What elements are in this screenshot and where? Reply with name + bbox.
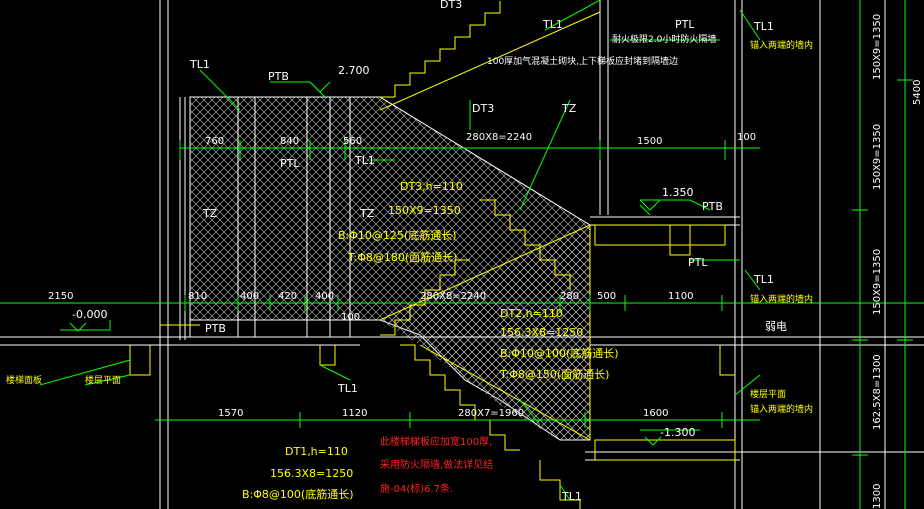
red-note-line2: 采用防火隔墙,做法详见结	[380, 458, 493, 471]
dim-280x7: 280X7=1960	[458, 408, 524, 419]
label-elev-m1300: -1.300	[660, 426, 695, 439]
hatched-lower-flight	[380, 225, 590, 440]
dim-560: 560	[343, 136, 362, 147]
axis-lines	[159, 0, 886, 509]
dim-760: 760	[205, 136, 224, 147]
dim-right-3: 150X9=1350	[872, 249, 883, 315]
dim-right-2: 150X9=1350	[872, 124, 883, 190]
spec-dt3-line1: DT3,h=110	[400, 180, 463, 193]
label-tz-center: TZ	[359, 207, 375, 220]
dim-840: 840	[280, 136, 299, 147]
dim-1500: 1500	[637, 136, 662, 147]
label-elev-1350: 1.350	[662, 186, 694, 199]
dim-810: 810	[188, 291, 207, 302]
spec-dt1-line1: DT1,h=110	[285, 445, 348, 458]
label-tz-mid: TZ	[561, 102, 577, 115]
spec-dt2-line2: 156.3X8=1250	[500, 326, 583, 339]
label-elev-2700: 2.700	[338, 64, 370, 77]
dim-500: 500	[597, 291, 616, 302]
label-ptl-top: PTL	[675, 18, 695, 31]
dim-280x8-mid: 280X8=2240	[420, 291, 486, 302]
label-wall-edge-1: 锚入两端的墙内	[750, 39, 813, 51]
red-note-line1: 此楼梯梯板应加宽100厚,	[380, 435, 492, 448]
dim-280: 280	[560, 291, 579, 302]
leader-lines	[39, 0, 761, 501]
label-ptb-right: PTB	[702, 200, 723, 213]
spec-dt2-line1: DT2,h=110	[500, 307, 563, 320]
spec-dt2-line4: T:Φ8@150(面筋通长)	[499, 367, 609, 381]
label-room-elec: 弱电	[765, 320, 787, 333]
note-fire-wall: 耐火极限2.0小时防火隔墙	[612, 33, 716, 45]
label-dt3-mid: DT3	[472, 102, 494, 115]
dim-1570: 1570	[218, 408, 243, 419]
label-tl1-upper: TL1	[542, 18, 563, 31]
dim-100-top: 100	[737, 132, 756, 143]
dim-right-4: 162.5X8=1300	[872, 354, 883, 430]
label-ptb-top: PTB	[268, 70, 289, 83]
elevation-marks	[69, 81, 662, 446]
spec-dt3-line4: T:Φ8@180(面筋通长)	[347, 250, 457, 264]
dim-2150: 2150	[48, 291, 73, 302]
label-tl1-lowest: TL1	[561, 490, 582, 503]
dim-right-6: 1300	[872, 484, 883, 509]
label-tl1-mid: TL1	[354, 154, 375, 167]
dim-280x8-top: 280X8=2240	[466, 132, 532, 143]
dim-400a: 400	[240, 291, 259, 302]
spec-dt3-line2: 150X9=1350	[388, 204, 461, 217]
spec-dt2-line3: B:Φ10@100(底筋通长)	[500, 346, 619, 360]
spec-dt1-line2: 156.3X8=1250	[270, 467, 353, 480]
label-floor-surface-right: 楼层平面	[750, 388, 786, 400]
dim-400b: 400	[315, 291, 334, 302]
dim-420: 420	[278, 291, 297, 302]
label-ptl-mid: PTL	[280, 157, 300, 170]
dim-100-mid: 100	[341, 312, 360, 323]
spec-dt3-line3: B:Φ10@125(底筋通长)	[338, 228, 457, 242]
dim-right-5400: 5400	[912, 80, 923, 105]
label-elev-0000: -0.000	[72, 308, 107, 321]
dim-1600: 1600	[643, 408, 668, 419]
label-wall-edge-3: 锚入两端的墙内	[750, 403, 813, 415]
label-tl1-right-mid: TL1	[753, 273, 774, 286]
stair-steps	[129, 1, 736, 509]
spec-dt1-line3: B:Φ8@100(底筋通长)	[242, 487, 354, 501]
label-tz-left: TZ	[202, 207, 218, 220]
label-floor-surface: 楼梯面板	[6, 374, 42, 386]
label-tl1-left: TL1	[189, 58, 210, 71]
dim-1100: 1100	[668, 291, 693, 302]
label-ptb-bottom: PTB	[205, 322, 226, 335]
label-ptl-right: PTL	[688, 256, 708, 269]
label-wall-edge-2: 锚入两端的墙内	[750, 293, 813, 305]
label-floor-surface2: 楼层平面	[85, 374, 121, 386]
dim-1120: 1120	[342, 408, 367, 419]
label-tl1-right-top: TL1	[753, 20, 774, 33]
dim-right-1: 150X9=1350	[872, 14, 883, 80]
label-tl1-bottom: TL1	[337, 382, 358, 395]
label-dt3-top: DT3	[440, 0, 462, 11]
red-note-line3: 施-04(标)6.7条.	[380, 482, 453, 495]
note-block-wall: 100厚加气混凝土砌块,上下梯板应封堵到隔墙边	[487, 55, 678, 67]
